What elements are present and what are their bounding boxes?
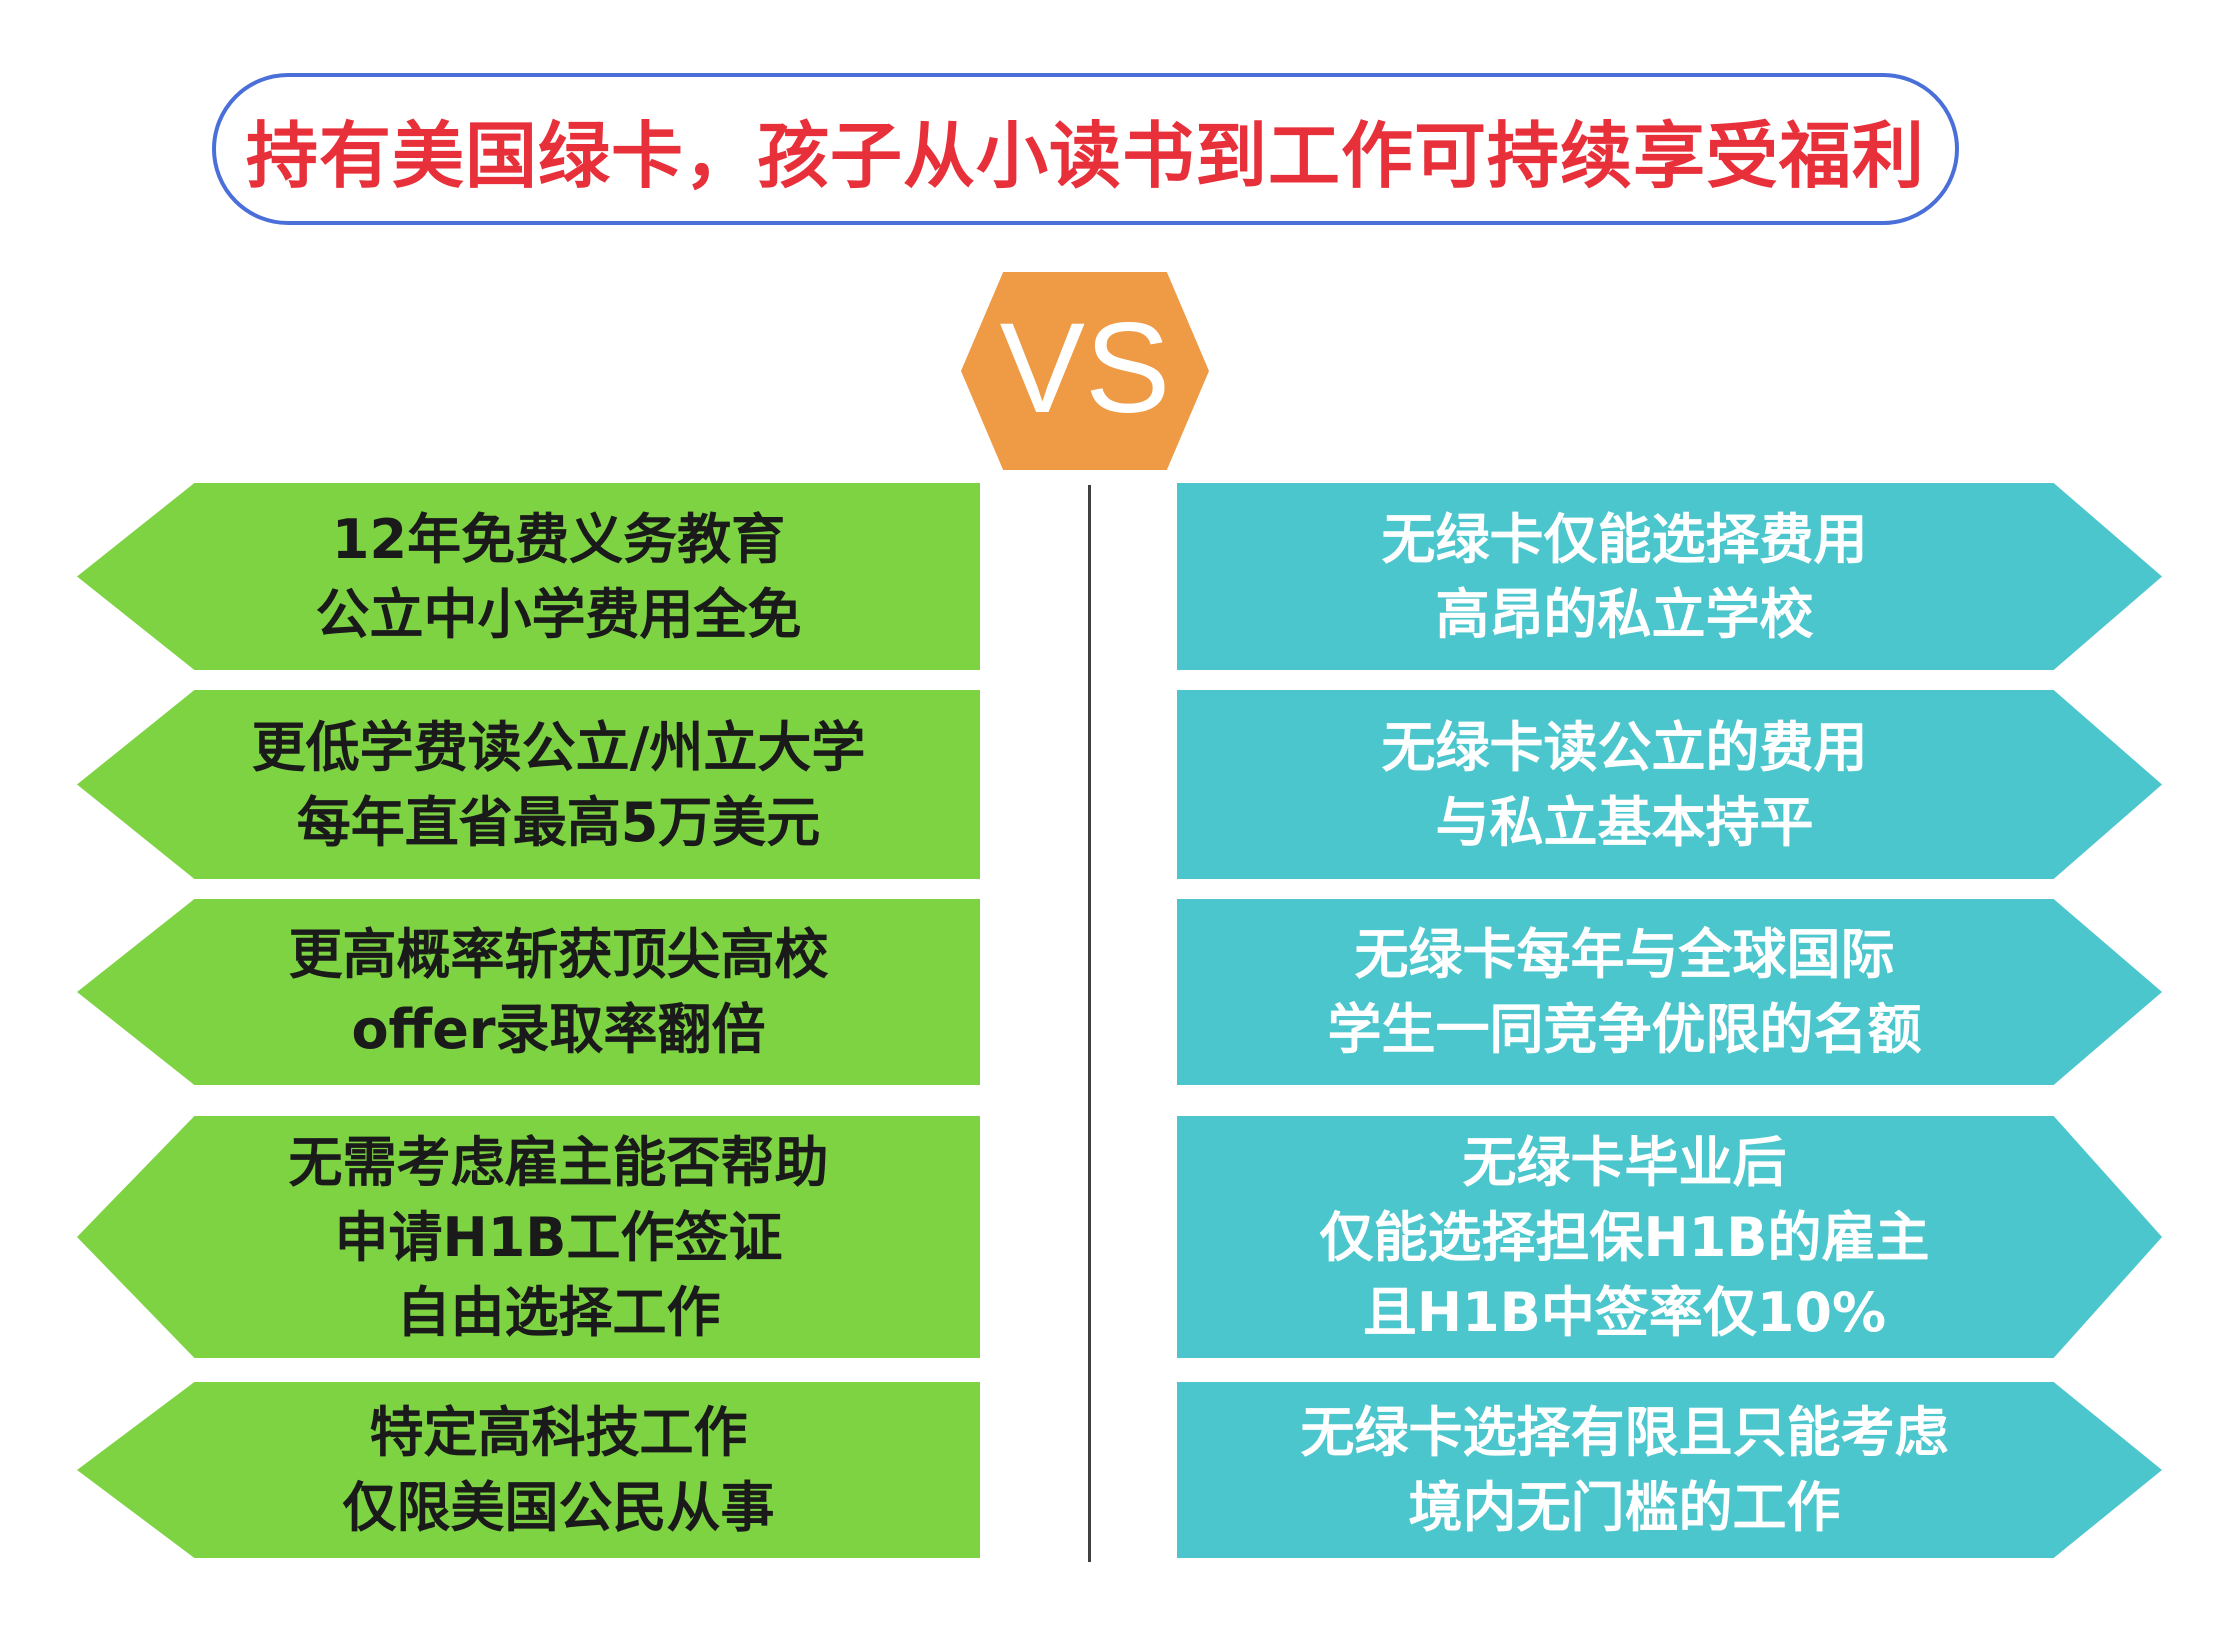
left-arrow-5: 特定高科技工作 仅限美国公民从事 bbox=[77, 1382, 980, 1558]
title-banner: 持有美国绿卡，孩子从小读书到工作可持续享受福利 bbox=[212, 73, 1959, 225]
left-arrow-4-line-1: 无需考虑雇主能否帮助 bbox=[288, 1130, 829, 1194]
left-arrow-3-line-2: offer录取率翻倍 bbox=[351, 998, 766, 1061]
right-arrow-1-line-2: 高昂的私立学校 bbox=[1435, 582, 1814, 646]
left-arrow-1: 12年免费义务教育 公立中小学费用全免 bbox=[77, 483, 980, 670]
right-arrow-4-line-3: 且H1B中签率仅10% bbox=[1362, 1280, 1887, 1344]
right-arrow-5: 无绿卡选择有限且只能考虑 境内无门槛的工作 bbox=[1177, 1382, 2162, 1558]
left-arrow-1-line-1: 12年免费义务教育 bbox=[331, 507, 786, 571]
left-arrow-4-line-3: 自由选择工作 bbox=[396, 1280, 721, 1344]
right-arrow-1-line-1: 无绿卡仅能选择费用 bbox=[1381, 507, 1868, 571]
left-arrow-3: 更高概率斩获顶尖高校 offer录取率翻倍 bbox=[77, 899, 980, 1085]
left-arrow-3-line-1: 更高概率斩获顶尖高校 bbox=[288, 923, 829, 986]
left-arrow-4: 无需考虑雇主能否帮助 申请H1B工作签证 自由选择工作 bbox=[77, 1116, 980, 1358]
right-arrow-5-line-1: 无绿卡选择有限且只能考虑 bbox=[1300, 1401, 1949, 1464]
left-arrow-1-line-2: 公立中小学费用全免 bbox=[315, 582, 802, 646]
right-arrow-2-line-2: 与私立基本持平 bbox=[1435, 790, 1814, 854]
right-arrow-5-line-2: 境内无门槛的工作 bbox=[1408, 1476, 1841, 1539]
left-arrow-4-line-2: 申请H1B工作签证 bbox=[334, 1205, 783, 1269]
page-title: 持有美国绿卡，孩子从小读书到工作可持续享受福利 bbox=[245, 113, 1925, 198]
vs-hexagon-icon: VS bbox=[961, 272, 1209, 470]
right-arrow-3: 无绿卡每年与全球国际 学生一同竞争优限的名额 bbox=[1177, 899, 2162, 1085]
right-arrow-2: 无绿卡读公立的费用 与私立基本持平 bbox=[1177, 690, 2162, 879]
right-arrow-4: 无绿卡毕业后 仅能选择担保H1B的雇主 且H1B中签率仅10% bbox=[1177, 1116, 2162, 1358]
right-arrow-4-line-1: 无绿卡毕业后 bbox=[1462, 1130, 1787, 1194]
right-arrow-3-line-2: 学生一同竞争优限的名额 bbox=[1327, 998, 1922, 1061]
left-arrow-2-line-1: 更低学费读公立/州立大学 bbox=[251, 715, 866, 779]
left-arrow-5-line-2: 仅限美国公民从事 bbox=[342, 1476, 775, 1539]
center-divider bbox=[1088, 485, 1091, 1562]
right-arrow-3-line-1: 无绿卡每年与全球国际 bbox=[1354, 923, 1895, 986]
left-arrow-2-line-2: 每年直省最高5万美元 bbox=[296, 790, 821, 854]
right-arrow-1: 无绿卡仅能选择费用 高昂的私立学校 bbox=[1177, 483, 2162, 670]
left-arrow-2: 更低学费读公立/州立大学 每年直省最高5万美元 bbox=[77, 690, 980, 879]
right-arrow-4-line-2: 仅能选择担保H1B的雇主 bbox=[1319, 1205, 1930, 1269]
vs-label: VS bbox=[999, 297, 1171, 440]
right-arrow-2-line-1: 无绿卡读公立的费用 bbox=[1381, 715, 1868, 779]
left-arrow-5-line-1: 特定高科技工作 bbox=[369, 1401, 748, 1464]
